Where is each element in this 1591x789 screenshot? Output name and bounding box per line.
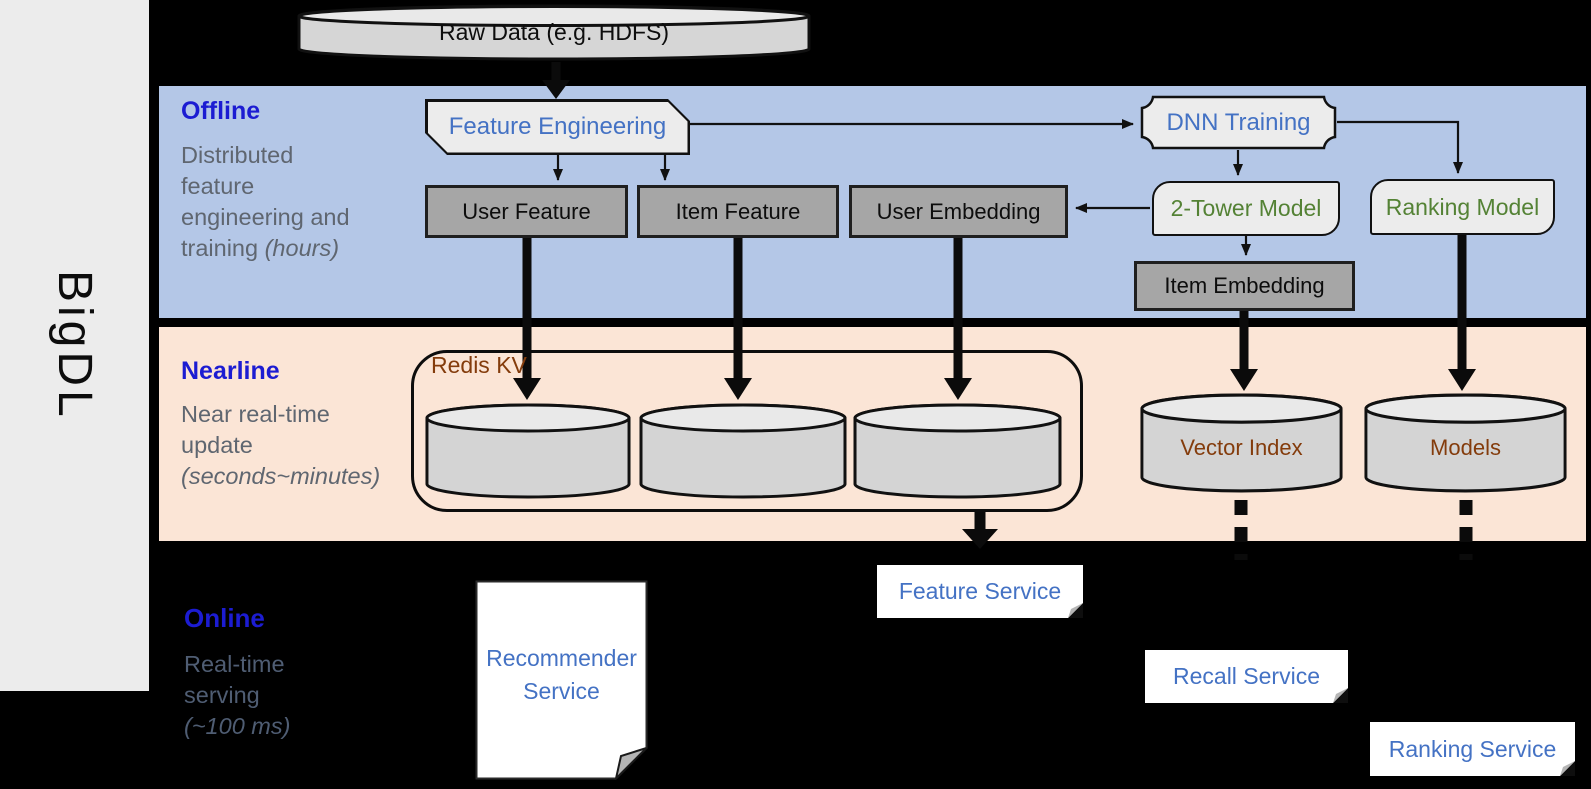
document-shape [475,580,648,782]
two-tower-model-node: 2-Tower Model [1152,181,1340,236]
cylinder-shape [638,402,848,500]
dnn-training-node: DNN Training [1140,95,1337,150]
nearline-title: Nearline [181,357,280,385]
offline-desc-text: Distributed feature engineering and trai… [181,142,350,261]
raw-data-store: Raw Data (e.g. HDFS) [296,4,812,62]
online-desc: Real-time serving (~100 ms) [184,649,314,742]
recall-service-label: Recall Service [1173,663,1320,689]
redis-kv-container [411,350,1083,512]
kv-store-cylinder-2 [638,402,848,500]
cylinder-shape [424,402,632,500]
bigdl-label: BigDL [48,270,101,421]
ranking-service-label: Ranking Service [1388,735,1557,762]
user-embedding-node: User Embedding [849,185,1068,238]
item-feature-node: Item Feature [637,185,839,238]
offline-title: Offline [181,97,261,125]
folded-corner-icon [1068,603,1083,618]
raw-data-label: Raw Data (e.g. HDFS) [438,19,670,46]
models-store: Models [1363,392,1568,494]
kv-store-cylinder-3 [852,402,1063,500]
item-embedding-node: Item Embedding [1134,261,1355,311]
user-feature-node: User Feature [425,185,628,238]
recall-service-node: Recall Service [1145,650,1348,703]
folded-corner-icon [1333,688,1348,703]
nearline-desc-text: Near real-time update [181,401,330,458]
cylinder-shape [852,402,1063,500]
vector-index-store: Vector Index [1139,392,1344,494]
feature-service-label: Feature Service [898,578,1062,604]
folded-corner-icon [1560,761,1575,776]
offline-desc-note: (hours) [264,235,340,261]
recommender-service-label: Recommender Service [486,645,637,704]
recommender-service-node: Recommender Service [475,580,648,782]
vector-index-label: Vector Index [1180,434,1303,460]
ranking-service-node: Ranking Service [1370,722,1575,776]
redis-kv-label: Redis KV [431,352,527,378]
feature-service-node: Feature Service [877,565,1083,618]
offline-desc: Distributed feature engineering and trai… [181,140,366,264]
online-desc-text: Real-time serving [184,651,285,708]
dnn-training-label: DNN Training [1166,108,1311,136]
ranking-model-node: Ranking Model [1370,179,1555,235]
feature-engineering-label: Feature Engineering [428,102,688,153]
kv-store-cylinder-1 [424,402,632,500]
bigdl-sidebar: BigDL [0,0,149,691]
feature-engineering-node: Feature Engineering [425,99,690,155]
models-label: Models [1430,434,1501,460]
nearline-desc: Near real-time update (seconds~minutes) [181,399,396,492]
nearline-desc-note: (seconds~minutes) [181,463,381,489]
online-desc-note: (~100 ms) [184,713,291,739]
online-title: Online [184,603,265,633]
plaque-shape [1140,95,1337,150]
